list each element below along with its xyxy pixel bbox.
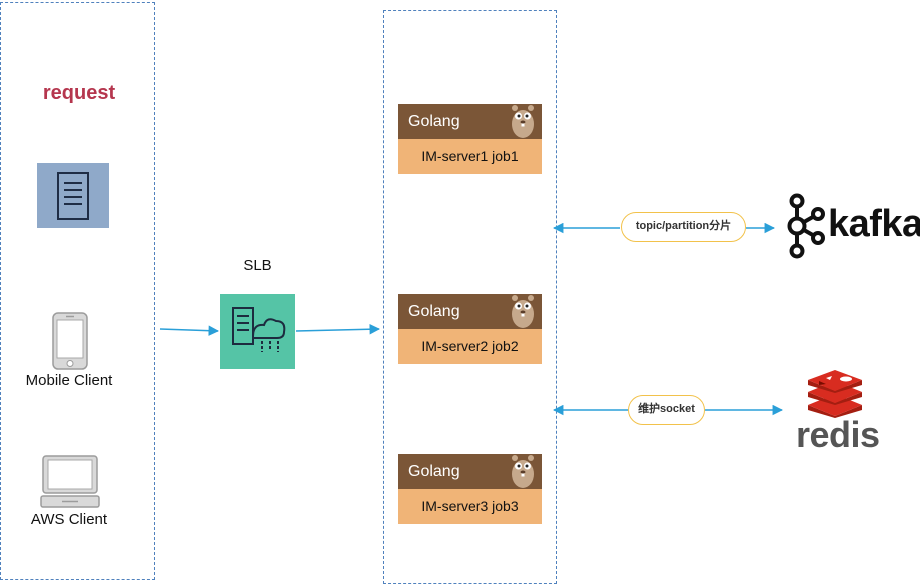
laptop-icon [40, 455, 100, 509]
arrow-slb-to-servers [295, 323, 381, 335]
request-title: request [42, 82, 116, 104]
redis-connection-label: 维护socket [628, 395, 705, 425]
gopher-icon [508, 453, 538, 489]
server-card-1: Golang IM-server1 job1 [398, 104, 542, 174]
gopher-icon [508, 103, 538, 139]
kafka-connection-label: topic/partition分片 [621, 212, 746, 242]
server-card-3: Golang IM-server3 job3 [398, 454, 542, 524]
gopher-icon [508, 293, 538, 329]
arrow-clients-to-slb [159, 325, 220, 336]
document-icon [37, 163, 109, 228]
server-name-label: IM-server3 job3 [398, 489, 542, 524]
server-name-label: IM-server1 job1 [398, 139, 542, 174]
server-group [383, 10, 557, 584]
cloud-server-icon [220, 294, 295, 369]
client-group [0, 2, 155, 580]
aws-client-label: AWS Client [30, 511, 108, 528]
mobile-client-label: Mobile Client [25, 372, 113, 389]
server-name-label: IM-server2 job2 [398, 329, 542, 364]
slb-label: SLB [243, 257, 272, 274]
redis-logo-icon [806, 370, 864, 418]
mobile-phone-icon [52, 312, 88, 370]
server-card-2: Golang IM-server2 job2 [398, 294, 542, 364]
kafka-logo-icon [782, 193, 826, 259]
redis-logo-text: redis [796, 414, 880, 455]
kafka-logo-text: kafka [828, 203, 920, 245]
